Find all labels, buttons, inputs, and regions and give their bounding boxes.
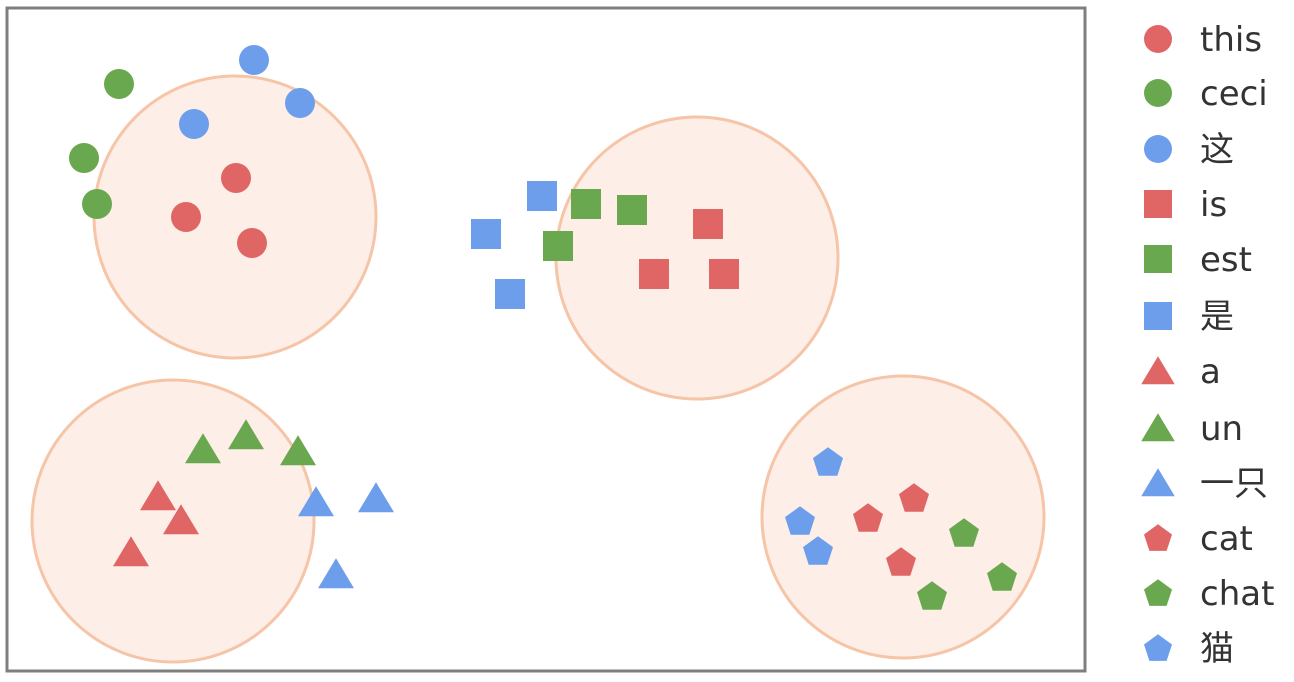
- legend-marker: [1144, 79, 1172, 107]
- legend-item: this: [1144, 20, 1262, 60]
- square-point-red: [639, 259, 669, 289]
- legend-item: ceci: [1144, 74, 1268, 114]
- legend-marker: [1144, 135, 1172, 163]
- circle-point-green: [82, 189, 112, 219]
- pentagon-point-blue: [803, 536, 833, 565]
- circle-point-green: [69, 143, 99, 173]
- triangle-point-red: [140, 480, 176, 511]
- legend-item: 这: [1144, 130, 1234, 170]
- triangle-point-red: [113, 536, 149, 567]
- legend-marker: [1144, 25, 1172, 53]
- pentagon-point-blue: [785, 506, 815, 535]
- legend-item: is: [1144, 185, 1227, 225]
- clusters: [30, 74, 1046, 664]
- circle-point-blue: [285, 88, 315, 118]
- legend-label: est: [1200, 240, 1252, 280]
- legend-item: 猫: [1144, 629, 1234, 669]
- square-point-red: [709, 259, 739, 289]
- square-point-blue: [495, 279, 525, 309]
- square-point-green: [571, 189, 601, 219]
- legend-marker: [1144, 524, 1172, 551]
- pentagon-point-red: [886, 547, 916, 576]
- square-point-green: [617, 195, 647, 225]
- legend-item: cat: [1144, 519, 1253, 559]
- cluster-circle-this: [92, 74, 378, 360]
- cluster-circle-cat: [760, 374, 1046, 660]
- legend-label: 是: [1200, 297, 1234, 337]
- pentagon-point-green: [917, 581, 947, 610]
- legend-marker: [1144, 634, 1172, 661]
- legend-label: is: [1200, 185, 1227, 225]
- pentagon-point-blue: [813, 447, 843, 476]
- triangle-point-green: [185, 433, 221, 464]
- triangle-point-green: [228, 419, 264, 450]
- triangle-point-blue: [318, 558, 354, 589]
- legend-item: est: [1144, 240, 1252, 280]
- circle-point-blue: [239, 45, 269, 75]
- legend-item: 一只: [1141, 464, 1268, 504]
- legend-marker: [1141, 356, 1175, 385]
- legend-marker: [1141, 413, 1175, 442]
- legend: this ceci 这 is est 是a un 一只 cat chat 猫: [1141, 20, 1274, 669]
- circle-point-green: [104, 69, 134, 99]
- points: [69, 45, 1017, 610]
- pentagon-point-red: [899, 483, 929, 512]
- triangle-point-blue: [298, 486, 334, 517]
- legend-item: chat: [1144, 574, 1274, 614]
- legend-label: chat: [1200, 574, 1274, 614]
- square-point-green: [543, 231, 573, 261]
- legend-item: a: [1141, 352, 1221, 392]
- cluster-circle-is: [554, 115, 840, 401]
- legend-marker: [1144, 190, 1172, 218]
- legend-marker: [1144, 579, 1172, 606]
- legend-label: 猫: [1200, 629, 1234, 669]
- legend-label: 这: [1200, 130, 1234, 170]
- legend-marker: [1144, 302, 1172, 330]
- pentagon-point-red: [853, 503, 883, 532]
- legend-label: ceci: [1200, 74, 1268, 114]
- circle-point-red: [237, 228, 267, 258]
- circle-point-red: [171, 202, 201, 232]
- circle-point-blue: [179, 109, 209, 139]
- circle-point-red: [221, 163, 251, 193]
- triangle-point-blue: [358, 482, 394, 513]
- legend-label: 一只: [1200, 464, 1268, 504]
- square-point-red: [693, 209, 723, 239]
- triangle-point-green: [280, 435, 316, 466]
- legend-marker: [1144, 245, 1172, 273]
- legend-label: cat: [1200, 519, 1253, 559]
- legend-item: 是: [1144, 297, 1234, 337]
- pentagon-point-green: [987, 562, 1017, 591]
- square-point-blue: [471, 219, 501, 249]
- legend-label: un: [1200, 409, 1243, 449]
- legend-label: a: [1200, 352, 1221, 392]
- legend-label: this: [1200, 20, 1262, 60]
- triangle-point-red: [163, 504, 199, 535]
- pentagon-point-green: [949, 518, 979, 547]
- legend-marker: [1141, 468, 1175, 497]
- legend-item: un: [1141, 409, 1243, 449]
- square-point-blue: [527, 181, 557, 211]
